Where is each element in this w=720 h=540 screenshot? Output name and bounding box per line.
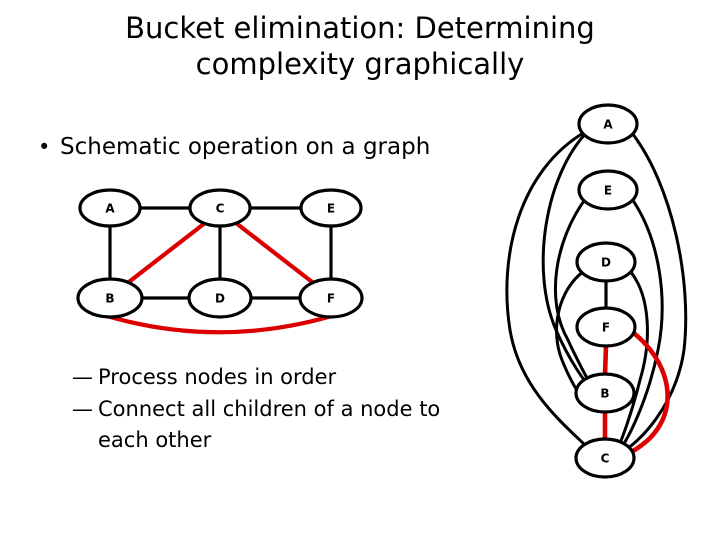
bucket-ellipse-b: [574, 372, 636, 414]
dash-marker-icon-2: —: [72, 397, 93, 422]
node-label-c: C: [216, 202, 225, 216]
bucket-label-c: C: [601, 452, 610, 466]
node-ellipse-c: [188, 188, 252, 228]
node-label-e: E: [327, 202, 335, 216]
node-label-d: D: [215, 292, 225, 306]
page-title-line-2: complexity graphically: [195, 47, 525, 82]
bucket-edge-e-b-left: [553, 196, 596, 393]
dash-marker-icon: —: [72, 365, 93, 389]
graph-node-b: B: [76, 277, 144, 319]
bucket-node-e: E: [577, 169, 639, 211]
bullet-item: • Schematic operation on a graph: [38, 134, 508, 162]
edge-b-f-red: [94, 309, 348, 335]
sub-bullet-text-1: Process nodes in order: [98, 365, 337, 389]
node-label-b: B: [105, 292, 114, 306]
bucket-edge-f-b-red: [602, 343, 609, 378]
bullet-marker-icon: •: [38, 135, 51, 159]
graph-node-f: F: [298, 277, 364, 319]
node-ellipse-f: [298, 277, 364, 319]
bucket-label-a: A: [603, 118, 613, 132]
bullet-text: Schematic operation on a graph: [60, 134, 431, 160]
bucket-edge-d-c-right2: [614, 269, 649, 454]
bucket-label-b: B: [600, 387, 609, 401]
node-ellipse-a: [78, 188, 142, 228]
bucket-ellipse-f: [575, 306, 637, 348]
bucket-edge-a-b-left: [541, 129, 594, 392]
bucket-node-f: F: [575, 306, 637, 348]
node-label-a: A: [105, 202, 115, 216]
bucket-ellipse-a: [577, 103, 639, 145]
node-ellipse-e: [299, 188, 363, 228]
page-title: Bucket elimination: Determining complexi…: [50, 10, 670, 83]
node-ellipse-b: [76, 277, 144, 319]
graph-node-d: D: [187, 277, 253, 319]
node-ellipse-d: [187, 277, 253, 319]
graph-node-e: E: [299, 188, 363, 228]
graph-node-a: A: [78, 188, 142, 228]
bucket-node-b: B: [574, 372, 636, 414]
bucket-edge-a-c-right: [620, 131, 688, 454]
sub-bullet-list: —Process nodes in order —Connect all chi…: [72, 362, 492, 457]
bucket-edge-e-c-right: [616, 197, 664, 454]
bucket-label-e: E: [604, 184, 612, 198]
edge-c-f-red: [233, 220, 319, 288]
bucket-ellipse-e: [577, 169, 639, 211]
sub-bullet-text-2: Connect all children of a node to each o…: [98, 397, 441, 452]
bucket-label-d: D: [601, 256, 611, 270]
bucket-node-d: D: [575, 241, 637, 283]
bucket-ellipse-c: [574, 437, 636, 479]
bucket-edge-a-c-left: [505, 130, 590, 450]
bucket-ellipse-d: [575, 241, 637, 283]
bucket-node-a: A: [577, 103, 639, 145]
page-title-line-1: Bucket elimination: Determining: [125, 11, 595, 45]
bucket-node-c: C: [574, 437, 636, 479]
node-label-f: F: [327, 292, 335, 306]
graph-node-c: C: [188, 188, 252, 228]
edge-c-b-red: [122, 220, 208, 288]
sub-bullet-item-1: —Process nodes in order: [72, 362, 492, 392]
sub-bullet-item-2: —Connect all children of a node to each …: [72, 394, 492, 455]
bucket-label-f: F: [602, 321, 610, 335]
